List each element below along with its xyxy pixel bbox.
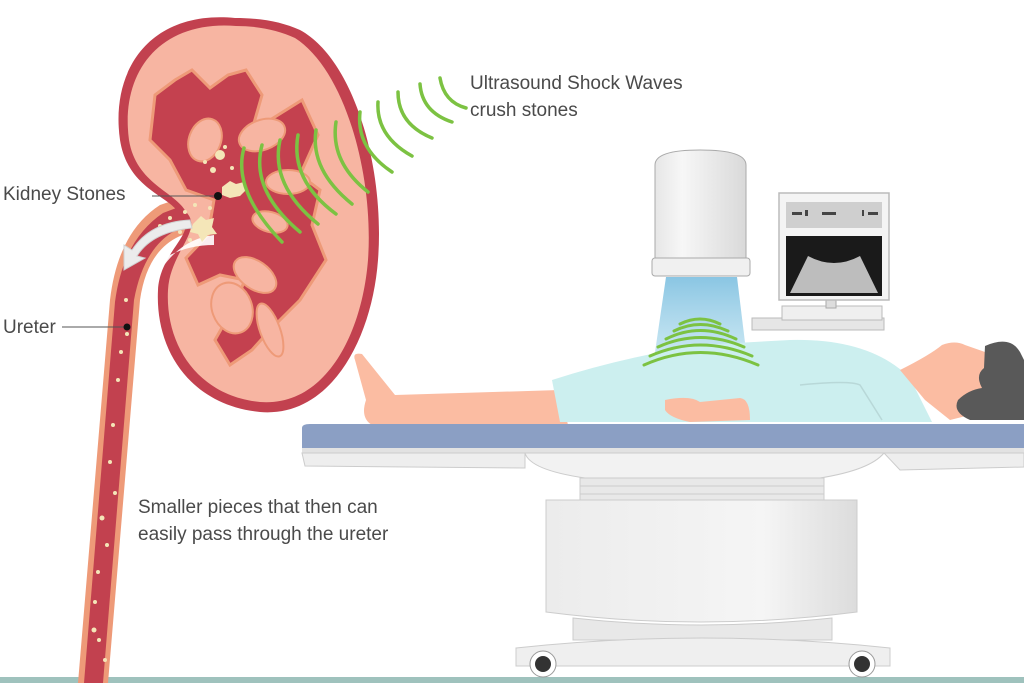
smaller-pieces-label-line2: easily pass through the ureter — [138, 524, 389, 545]
patient — [354, 339, 1024, 425]
shock-waves-label-line1: Ultrasound Shock Waves — [470, 73, 683, 94]
ureter-label: Ureter — [3, 317, 56, 338]
shock-waves-label-line2: crush stones — [470, 100, 578, 121]
smaller-pieces-label: Smaller pieces that then can easily pass… — [138, 494, 388, 548]
kidney-stones-pointer-dot — [214, 192, 222, 200]
table-wheel — [529, 650, 557, 678]
ureter-stone-fragments — [91, 298, 129, 662]
shock-waves-label: Ultrasound Shock Waves crush stones — [470, 70, 683, 124]
ultrasound-monitor — [751, 192, 890, 331]
ureter-pointer-dot — [123, 323, 131, 331]
flow-arrow-icon — [123, 219, 193, 271]
smaller-pieces-label-line1: Smaller pieces that then can — [138, 497, 378, 518]
shock-waves-beam — [642, 317, 760, 367]
treatment-table — [301, 424, 1024, 678]
ureter — [78, 188, 212, 683]
floor-line — [0, 677, 1024, 683]
kidney — [118, 17, 380, 413]
monitor-status-icons — [792, 210, 878, 216]
kidney-stones-label: Kidney Stones — [3, 184, 126, 205]
table-wheel — [848, 650, 876, 678]
shock-waves-kidney — [239, 76, 468, 244]
leader-lines — [62, 195, 217, 328]
